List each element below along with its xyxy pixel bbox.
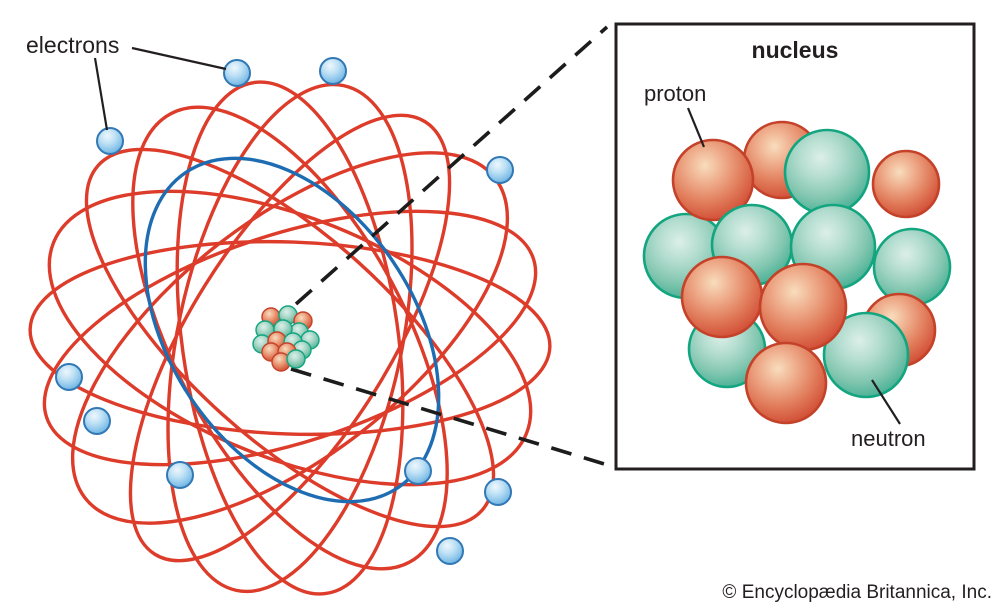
dashed-connector-line [290,367,612,468]
electron-sphere [319,57,347,85]
nucleus-cluster [252,305,320,372]
nucleus-neutron-sphere [286,349,306,369]
proton-sphere [758,262,848,352]
proton-pointer-line [686,107,706,148]
electron-sphere [484,478,512,506]
electron-orbit-red [42,209,538,467]
electron-layer [55,57,514,565]
orbit-layer [28,80,552,596]
electron-orbit-red [84,147,496,529]
nucleus-inset-box [614,22,976,471]
electron-sphere [83,407,111,435]
neutron-sphere [783,128,871,216]
electron-orbit-red [47,189,533,487]
neutron-label: neutron [851,426,926,451]
electron-sphere [96,127,124,155]
electron-sphere [404,457,432,485]
dashed-connector-layer [290,25,612,468]
electron-sphere [486,156,514,184]
electron-sphere [436,537,464,565]
electrons-pointer-line [93,57,109,131]
copyright-text: © Encyclopædia Britannica, Inc. [722,582,992,603]
proton-sphere [671,138,755,222]
proton-label: proton [644,81,707,106]
proton-sphere [744,341,828,425]
proton-sphere [680,255,764,339]
proton-sphere [871,149,941,219]
electron-orbit-blue [143,156,441,504]
dashed-connector-line [294,25,609,306]
electron-sphere [55,363,83,391]
neutron-sphere [822,311,910,399]
pointer-line-layer [93,46,227,131]
electrons-pointer-line [131,46,227,71]
nucleus-title: nucleus [751,37,839,63]
electrons-label: electrons [26,32,120,58]
electron-sphere [166,461,194,489]
electron-orbit-red [175,80,405,596]
electron-orbit-red [128,113,452,563]
neutron-sphere [872,227,952,307]
electron-orbit-red [28,239,552,437]
neutron-pointer-line [871,379,901,425]
electron-sphere [223,59,251,87]
